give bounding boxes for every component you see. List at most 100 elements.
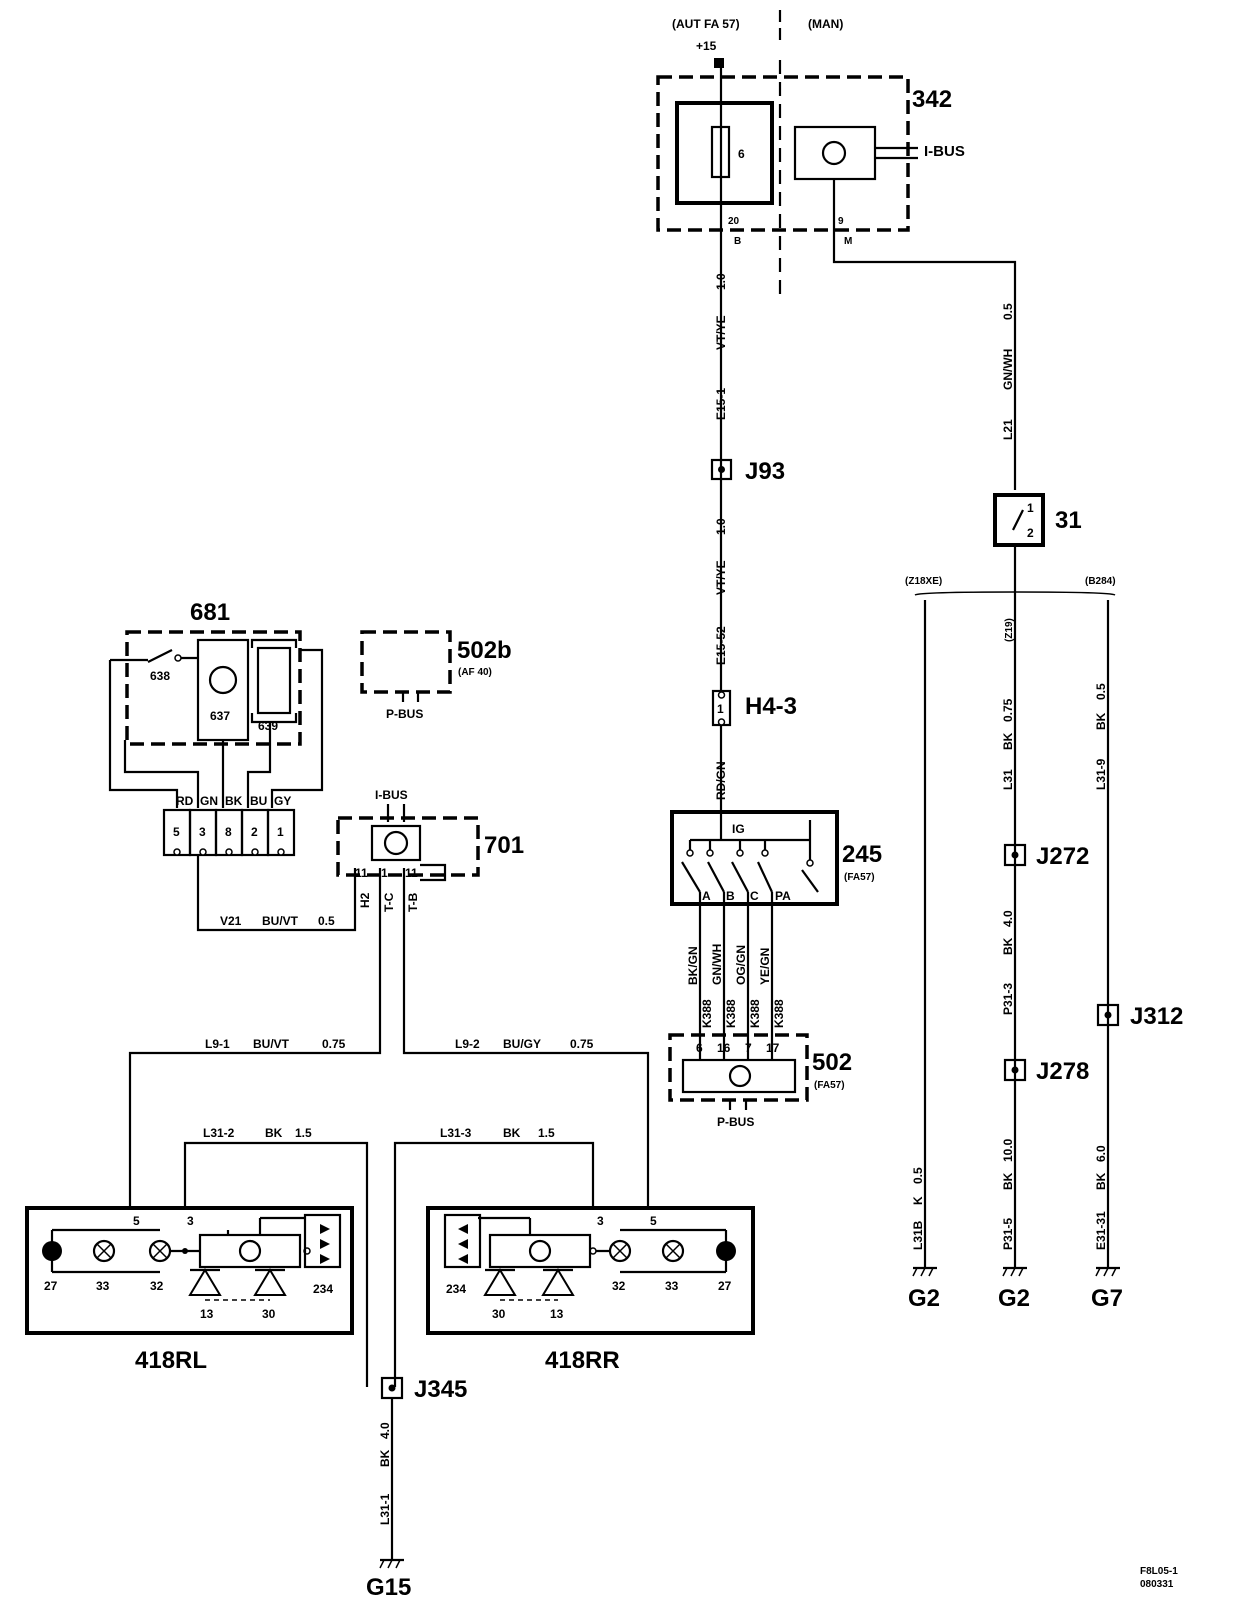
footer-date: 080331 [1140,1579,1174,1590]
wire-rdgn-label: RD/GN [714,761,728,800]
supply-label: +15 [696,39,717,53]
c31-pin2: 2 [1027,526,1034,540]
label-637: 637 [210,709,230,723]
pin-701-1: 1 [381,866,388,880]
component-502b: 502b (AF 40) P-BUS [360,630,512,721]
wire-p31-5-size: 10.0 [1001,1138,1015,1162]
wire-l9-1 [128,868,382,1208]
pin-m: M [844,236,852,247]
wire-e31-31-id: E31-31 [1094,1211,1108,1250]
wire-v21-size: 0.5 [318,914,335,928]
wire-p31-3-color: BK [1001,937,1015,955]
joint-j278-box [1003,1058,1027,1082]
rr-pin5: 5 [650,1214,657,1228]
wire-l31-mid-color: BK [1001,732,1015,750]
wire-l31b-color: K [911,1196,925,1205]
man-label: (MAN) [808,17,843,31]
k388-color-4: YE/GN [758,948,772,985]
rl-32: 32 [150,1279,164,1293]
color-bu: BU [250,794,267,808]
wire-e15-1-size: 1.0 [714,273,728,290]
pin-681-5: 5 [173,825,180,839]
wire-l31-2-size: 1.5 [295,1126,312,1140]
component-502: 6 16 7 17 P-BUS 502 (FA57) [668,1033,852,1129]
wire-v21-color: BU/VT [262,914,299,928]
wire-e15-1-color: VT/YE [714,315,728,350]
ibus-342: I-BUS [924,143,965,160]
wire-e15-52-size: 1.0 [714,518,728,535]
ground-symbol-g15 [379,1558,404,1569]
color-gy: GY [274,794,291,808]
wire-l31-2-color: BK [265,1126,283,1140]
wire-p31-3-id: P31-3 [1001,983,1015,1015]
joint-j278-dot [1011,1066,1019,1074]
joint-j93-dot [718,466,725,473]
h43-pin: 1 [717,702,724,716]
label-418rr: 418RR [545,1347,620,1374]
wire-l31-9-id: L31-9 [1094,758,1108,790]
wire-l9-2 [402,868,650,1208]
wire-l31-3-id: L31-3 [440,1126,472,1140]
ground-symbol-g2a [912,1266,937,1277]
wire-v21 [196,855,357,932]
h43-pin-top [717,691,726,699]
wire-l31b-id: L31B [911,1220,925,1250]
label-j345: J345 [414,1376,467,1403]
pin-681-3: 3 [199,825,206,839]
label-502b: 502b [457,637,512,664]
pin-9: 9 [838,216,844,227]
component-418rl: 5 3 27 33 32 13 30 234 [25,1206,354,1335]
wire-681-rd [108,660,179,808]
rl-pin3: 3 [187,1214,194,1228]
wire-l9-1-size: 0.75 [322,1037,346,1051]
wire-l31-mid-id: L31 [1001,769,1015,790]
pos-c: C [750,889,759,903]
sub-502: (FA57) [814,1080,845,1091]
connector-681: 5 3 8 2 1 [162,808,296,857]
wire-l9-2-size: 0.75 [570,1037,594,1051]
ground-symbol-g2b [1002,1266,1027,1277]
wire-p31-5-id: P31-5 [1001,1218,1015,1250]
wire-l9-1-color: BU/VT [253,1037,290,1051]
ig-label: IG [732,822,745,836]
h43-pin-bottom [717,718,726,726]
rl-pin5: 5 [133,1214,140,1228]
joint-j272-dot [1011,851,1019,859]
wire-l21 [832,179,1017,490]
variant-z18xe: (Z18XE) [905,576,942,587]
rr-234: 234 [446,1282,466,1296]
color-gn: GN [200,794,218,808]
ground-g2a: G2 [908,1285,940,1312]
pin-502-7: 7 [745,1041,752,1055]
wire-l31-mid-size: 0.75 [1001,698,1015,722]
wire-l31-3-size: 1.5 [538,1126,555,1140]
label-701: 701 [484,832,524,859]
rl-33: 33 [96,1279,110,1293]
c31-switch [1012,509,1024,531]
label-342: 342 [912,86,952,113]
label-502: 502 [812,1049,852,1076]
rl-27: 27 [44,1279,58,1293]
joint-j312-dot [1104,1011,1112,1019]
wire-l31-1-size: 4.0 [378,1422,392,1439]
wire-l31-2-id: L31-2 [203,1126,235,1140]
pin-502-17: 17 [766,1041,780,1055]
pin-701-11b: 11 [405,866,418,880]
pin-681-2: 2 [251,825,258,839]
k388-id-2: K388 [724,999,738,1028]
bus-502b: P-BUS [386,707,423,721]
wire-l31-2 [183,1141,369,1387]
fuse-number: 6 [738,147,745,161]
component-418rr: 3 5 234 32 33 27 30 13 [426,1206,755,1335]
joint-j272-box [1003,843,1027,867]
pin-20: 20 [728,216,740,227]
component-31 [993,493,1045,547]
component-342: 6 I-BUS 342 20 9 B M [656,75,965,247]
sub-245: (FA57) [844,872,875,883]
label-h43: H4-3 [745,693,797,720]
label-31: 31 [1055,507,1082,534]
wire-l31-9-color: BK [1094,712,1108,730]
component-681: 681 638 637 639 [110,599,302,746]
ibus-701: I-BUS [375,788,408,802]
pos-b: B [726,889,735,903]
